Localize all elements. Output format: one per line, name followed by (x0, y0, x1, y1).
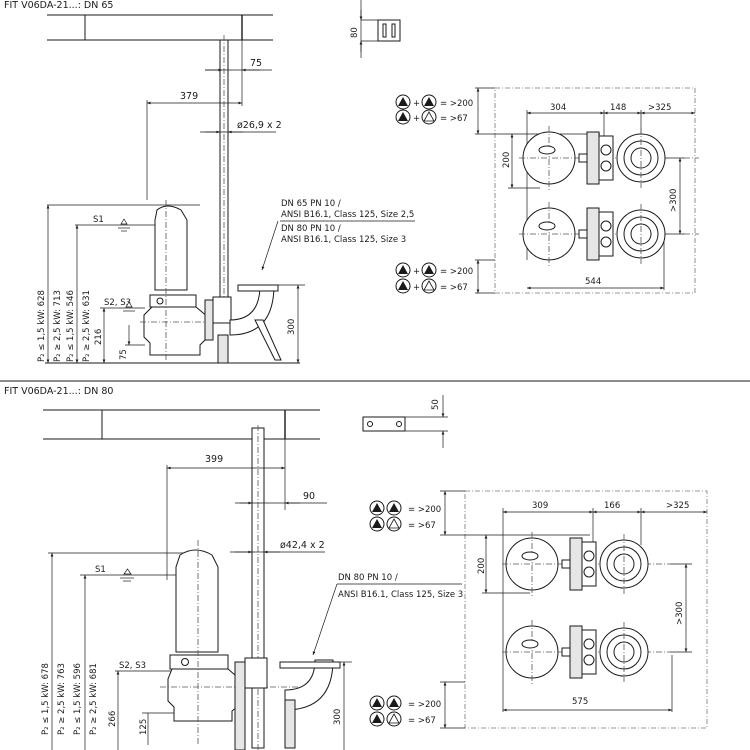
layout-300-top: >300 (669, 189, 679, 212)
height-p2-bottom: P₂ ≥ 2,5 kW: 763 (57, 663, 67, 735)
top-section: FIT V06DA-21...: DN 65 75 379 ø26,9 x 2 (4, 0, 700, 364)
layout-166: 166 (604, 501, 620, 511)
dim-bracket-50: 50 (431, 399, 441, 410)
svg-text:= >200: = >200 (408, 505, 441, 515)
dim-216: 216 (94, 329, 104, 345)
level-s1-top: S1 (93, 215, 104, 225)
flange-note-bottom-1: DN 80 PN 10 / (338, 573, 398, 583)
svg-text:= >67: = >67 (408, 521, 436, 531)
pump-motor-top (154, 205, 188, 291)
svg-text:= >200: = >200 (408, 700, 441, 710)
svg-text:+: + (413, 99, 420, 109)
dim-bracket-80: 80 (350, 27, 360, 38)
dim-300-bottom: 300 (333, 709, 343, 725)
svg-text:= >67: = >67 (440, 283, 468, 293)
layout-304-top: 304 (550, 103, 566, 113)
layout-300-bottom: >300 (675, 602, 685, 625)
svg-text:= >200: = >200 (440, 267, 473, 277)
legend-bottom-2: + = >200 + = >67 (369, 695, 441, 727)
svg-text:+: + (413, 267, 420, 277)
dim-pipe-top: ø26,9 x 2 (237, 120, 282, 131)
dim-pipe-bottom: ø42,4 x 2 (280, 540, 325, 551)
layout-148-top: 148 (610, 103, 626, 113)
layout-325-bottom: >325 (666, 501, 689, 511)
svg-text:= >67: = >67 (440, 114, 468, 124)
flange-note-3: DN 80 PN 10 / (281, 224, 341, 234)
level-s23-bottom: S2, S3 (119, 661, 146, 671)
flange-note-1: DN 65 PN 10 / (281, 199, 341, 209)
svg-text:+: + (413, 114, 420, 124)
svg-text:= >67: = >67 (408, 716, 436, 726)
layout-544-top: 544 (585, 277, 601, 287)
height-p4: P₂ ≥ 2,5 kW: 631 (82, 290, 92, 362)
dim-125: 125 (139, 719, 149, 735)
layout-200-top: 200 (502, 152, 512, 168)
height-p3-bottom: P₂ ≤ 1,5 kW: 596 (73, 663, 83, 735)
dim-300-top: 300 (287, 319, 297, 335)
flange-note-2: ANSI B16.1, Class 125, Size 2,5 (281, 210, 414, 220)
flange-note-4: ANSI B16.1, Class 125, Size 3 (281, 235, 406, 245)
layout-200-bottom: 200 (477, 558, 487, 574)
layout-575: 575 (572, 697, 588, 707)
dim-90: 90 (303, 491, 315, 502)
height-p3: P₂ ≤ 1,5 kW: 546 (66, 290, 76, 362)
level-s23-top: S2, S3 (104, 298, 131, 308)
height-p1-bottom: P₂ ≤ 1,5 kW: 678 (41, 663, 51, 735)
flange-note-bottom-2: ANSI B16.1, Class 125, Size 3 (338, 590, 463, 600)
station-2-bottom (501, 619, 683, 685)
height-p2: P₂ ≥ 2,5 kW: 713 (53, 290, 63, 362)
level-s1-bottom: S1 (95, 565, 106, 575)
dim-399: 399 (205, 454, 223, 465)
legend-top-2: + = >200 + = >67 (395, 262, 473, 294)
bottom-title: FIT V06DA-21...: DN 80 (4, 386, 113, 397)
legend-top-1: + = >200 + = >67 (395, 94, 473, 125)
pump-motor-bottom (175, 549, 219, 653)
svg-text:= >200: = >200 (440, 99, 473, 109)
height-p1: P₂ ≤ 1,5 kW: 628 (37, 290, 47, 362)
legend-bottom-1: + = >200 + = >67 (369, 500, 441, 532)
top-title: FIT V06DA-21...: DN 65 (4, 0, 113, 11)
bottom-section: FIT V06DA-21...: DN 80 399 90 ø42,4 x 2 … (4, 386, 708, 750)
svg-text:+: + (413, 283, 420, 293)
dim-266: 266 (108, 711, 118, 727)
dim-75: 75 (250, 58, 262, 69)
dim-379: 379 (180, 91, 198, 102)
layout-309: 309 (532, 501, 548, 511)
station-1-bottom (501, 531, 683, 597)
dim-75b: 75 (119, 349, 129, 360)
height-p4-bottom: P₂ ≥ 2,5 kW: 681 (89, 663, 99, 735)
layout-325-top: >325 (648, 103, 671, 113)
